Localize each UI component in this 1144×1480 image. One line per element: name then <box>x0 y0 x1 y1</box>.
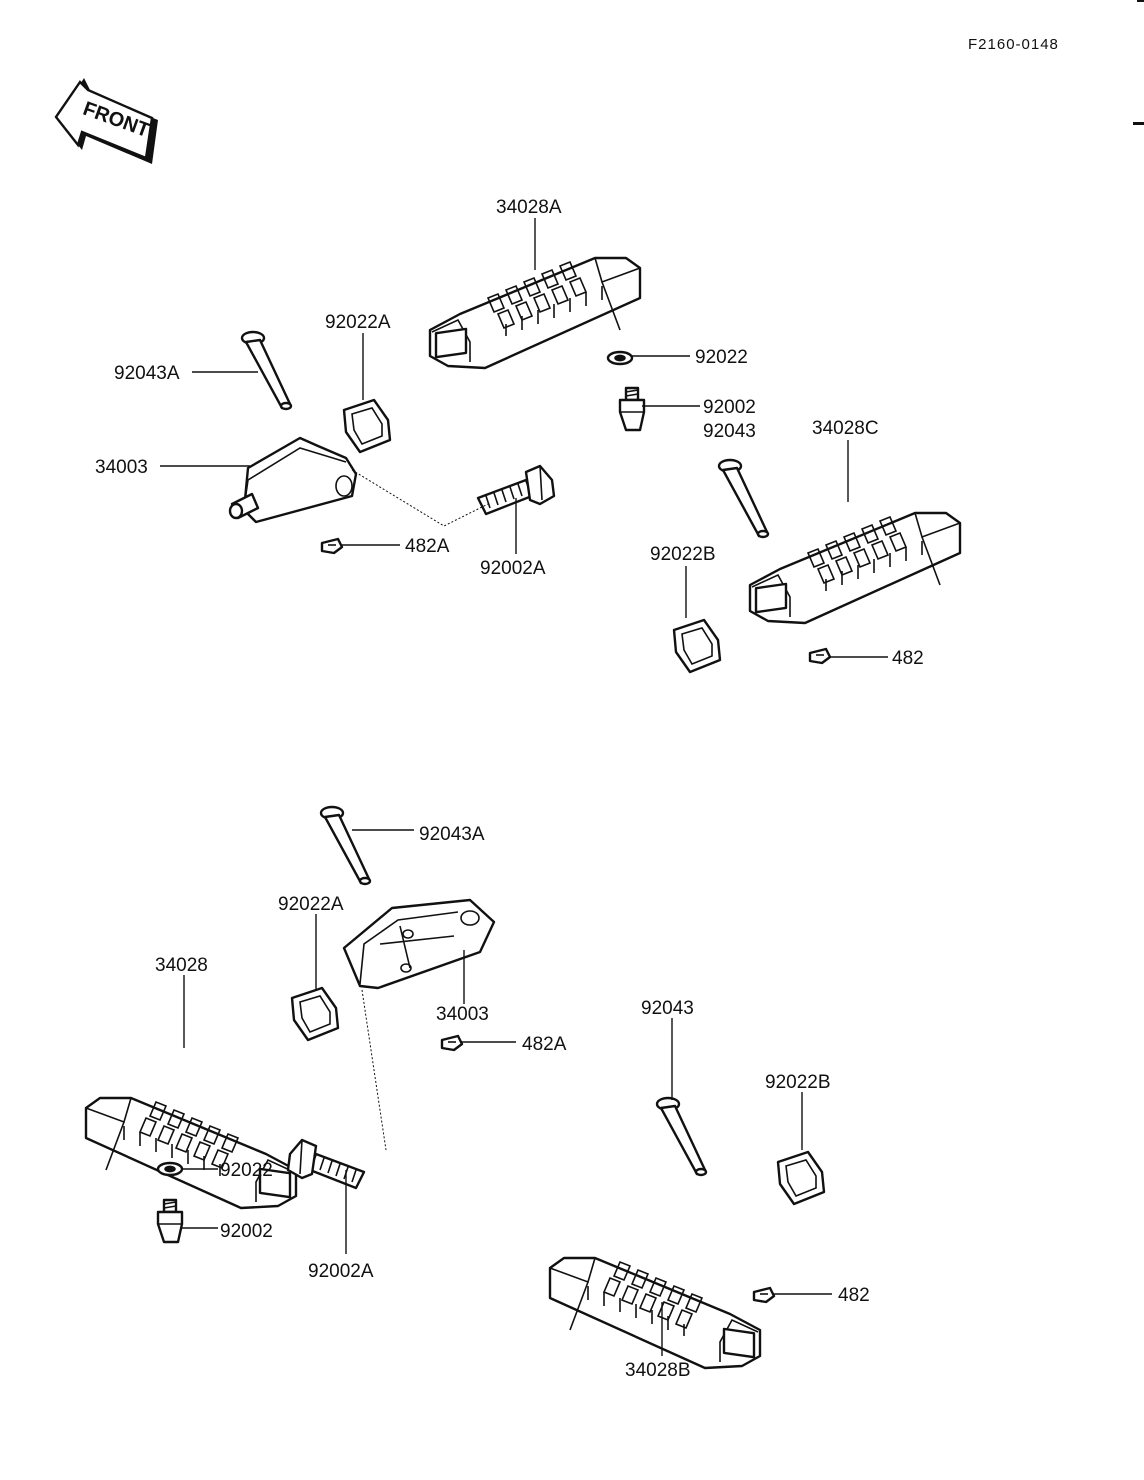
clip-482A-upper <box>320 537 344 555</box>
clip-482-upper <box>808 647 832 665</box>
label-34028B: 34028B <box>625 1360 691 1381</box>
clip-482A-lower <box>440 1034 464 1052</box>
label-482-upper: 482 <box>892 648 924 669</box>
label-34003-upper: 34003 <box>95 457 148 478</box>
assembly-line <box>361 989 387 1151</box>
page-edge-mark <box>1133 122 1144 125</box>
stopper-92002-lower <box>156 1198 184 1244</box>
footpeg-34028A <box>428 256 642 370</box>
label-482-lower: 482 <box>838 1285 870 1306</box>
stopper-92002-upper <box>618 386 646 432</box>
label-34028: 34028 <box>155 955 208 976</box>
front-arrow-icon: FRONT <box>54 78 158 164</box>
footpeg-34028C <box>748 511 962 625</box>
bracket-34003-lower <box>342 898 496 990</box>
page-edge-mark <box>1137 0 1144 2</box>
label-92043A-lower: 92043A <box>419 824 485 845</box>
pin-92043-lower <box>655 1096 708 1177</box>
footpeg-34028 <box>84 1096 298 1210</box>
label-92022B-upper: 92022B <box>650 544 716 565</box>
label-92043-upper: 92043 <box>703 421 756 442</box>
label-92022-upper: 92022 <box>695 347 748 368</box>
label-92002-upper: 92002 <box>703 397 756 418</box>
label-92022B-lower: 92022B <box>765 1072 831 1093</box>
footpeg-34028B <box>548 1256 762 1370</box>
bracket-34003-upper <box>228 436 358 524</box>
label-34003-lower: 34003 <box>436 1004 489 1025</box>
bolt-92002A-lower <box>286 1138 366 1190</box>
pin-92043-upper <box>717 458 770 539</box>
leader-lines-upper <box>160 218 888 658</box>
clip-482-lower <box>752 1286 776 1304</box>
damper-92022B-lower <box>776 1150 826 1206</box>
label-92002A-lower: 92002A <box>308 1261 374 1282</box>
drawing-ref: F2160-0148 <box>968 36 1059 53</box>
label-34028A: 34028A <box>496 197 562 218</box>
assembly-line <box>351 469 489 527</box>
leader-lines-lower <box>182 829 832 1356</box>
label-482A-lower: 482A <box>522 1034 567 1055</box>
label-482A-upper: 482A <box>405 536 450 557</box>
pin-92043A-upper <box>240 330 293 411</box>
damper-92022B-upper <box>672 618 722 674</box>
label-34028C: 34028C <box>812 418 879 439</box>
washer-92022-lower <box>156 1161 184 1177</box>
label-92022A-lower: 92022A <box>278 894 344 915</box>
label-92002-lower: 92002 <box>220 1221 273 1242</box>
damper-92022A-upper <box>342 398 392 454</box>
pin-92043A-lower <box>319 805 372 886</box>
label-92043-lower: 92043 <box>641 998 694 1019</box>
label-92022A-upper: 92022A <box>325 312 391 333</box>
label-92043A-upper: 92043A <box>114 363 180 384</box>
washer-92022-upper <box>606 350 634 366</box>
label-92002A-upper: 92002A <box>480 558 546 579</box>
label-92022-lower: 92022 <box>220 1160 273 1181</box>
damper-92022A-lower <box>290 986 340 1042</box>
